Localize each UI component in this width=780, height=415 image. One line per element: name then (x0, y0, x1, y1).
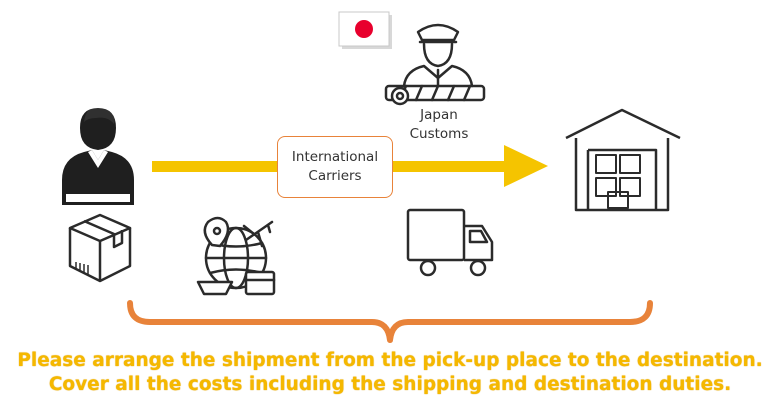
truck-icon (406, 208, 494, 277)
customs-label-line1: Japan (420, 107, 458, 123)
caption-line1: Please arrange the shipment from the pic… (17, 350, 763, 371)
customs-officer-icon (384, 23, 486, 106)
carrier-label-line2: Carriers (308, 168, 362, 184)
international-carriers-box: International Carriers (277, 136, 393, 198)
package-icon (68, 213, 132, 283)
warehouse-icon (565, 108, 681, 212)
customs-label-line2: Customs (409, 126, 469, 142)
japan-customs-label: Japan Customs (396, 106, 482, 144)
caption-line2: Cover all the costs including the shippi… (48, 374, 732, 395)
person-icon (62, 105, 134, 205)
carrier-label-line1: International (291, 149, 379, 165)
globe-logistics-icon (196, 216, 276, 296)
japan-flag-icon (338, 11, 392, 49)
bracket (127, 300, 653, 343)
